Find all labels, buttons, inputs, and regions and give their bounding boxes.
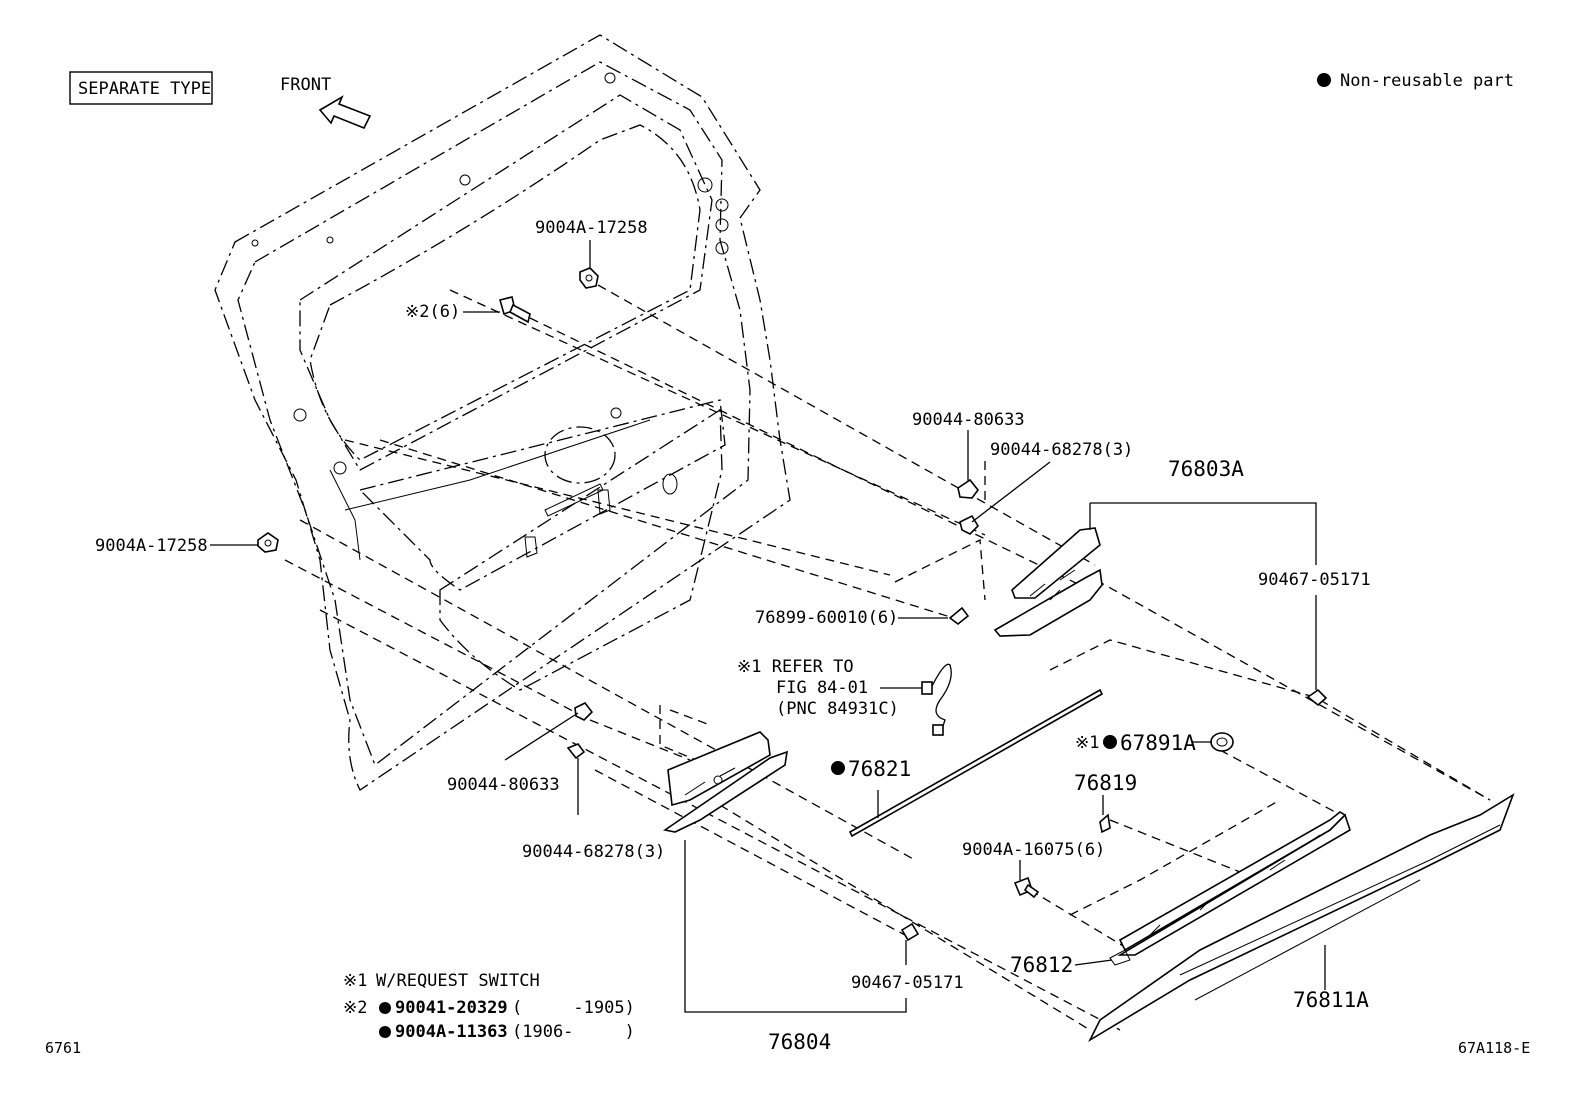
non-reusable-icon-67891A [1103, 735, 1117, 749]
garnish-76811A [1088, 793, 1515, 1043]
note1-mark: ※1 [343, 971, 367, 991]
label-76804: 76804 [768, 1030, 831, 1054]
garnish-76803A [993, 527, 1103, 637]
label-76899-60010: 76899-60010(6) [755, 608, 898, 628]
label-76812: 76812 [1010, 953, 1073, 977]
garnish-76804 [662, 731, 788, 833]
footer-right-code: 67A118-E [1458, 1039, 1530, 1057]
wire-harness [921, 663, 952, 736]
legend-text: Non-reusable part [1340, 71, 1514, 91]
label-76811A: 76811A [1293, 988, 1369, 1012]
label-90044-68278-bottom: 90044-68278(3) [522, 842, 665, 862]
bracket-76812 [1109, 811, 1351, 966]
note2-part1: 90041-20329 [395, 998, 508, 1018]
label-90044-80633-bottom: 90044-80633 [447, 775, 560, 795]
non-reusable-icon-76821 [831, 761, 845, 775]
front-arrow-icon [318, 95, 372, 130]
back-door-outline [214, 34, 791, 791]
note2-range1: ( -1905) [512, 998, 635, 1018]
dashed-leaders [284, 284, 1491, 1031]
label-67891A-prefix: ※1 [1075, 733, 1099, 753]
label-90044-68278-top: 90044-68278(3) [990, 440, 1133, 460]
non-reusable-icon-note2a [379, 1002, 391, 1014]
non-reusable-icon-note2b [379, 1026, 391, 1038]
separate-type-box [69, 71, 213, 105]
label-9004A-17258-top: 9004A-17258 [535, 218, 648, 238]
label-67891A: 67891A [1120, 731, 1196, 755]
fasteners [257, 267, 1328, 942]
label-refer-line2: FIG 84-01 [776, 678, 868, 698]
note1-text: W/REQUEST SWITCH [376, 971, 540, 991]
front-label: FRONT [280, 75, 331, 95]
label-90044-80633-top: 90044-80633 [912, 410, 1025, 430]
note2-range2: (1906- ) [512, 1022, 635, 1042]
label-note2-6: ※2(6) [405, 302, 460, 322]
seal-76821 [848, 688, 1104, 838]
label-90467-05171-right: 90467-05171 [1258, 570, 1371, 590]
label-refer-line1: ※1 REFER TO [737, 657, 854, 677]
label-76821: 76821 [848, 757, 911, 781]
footer-left-code: 6761 [45, 1039, 81, 1057]
non-reusable-legend-icon [1317, 73, 1331, 87]
note2-mark: ※2 [343, 998, 367, 1018]
label-9004A-17258-left: 9004A-17258 [95, 536, 208, 556]
label-90467-05171-bottom: 90467-05171 [851, 973, 964, 993]
label-9004A-16075: 9004A-16075(6) [962, 840, 1105, 860]
separate-type-label: SEPARATE TYPE [78, 79, 211, 99]
label-leaders [210, 240, 1326, 1013]
note2-part2: 9004A-11363 [395, 1022, 508, 1042]
label-refer-line3: (PNC 84931C) [776, 699, 899, 719]
label-76803A: 76803A [1168, 457, 1244, 481]
label-76819: 76819 [1074, 771, 1137, 795]
grommet-67891A [1210, 732, 1234, 752]
